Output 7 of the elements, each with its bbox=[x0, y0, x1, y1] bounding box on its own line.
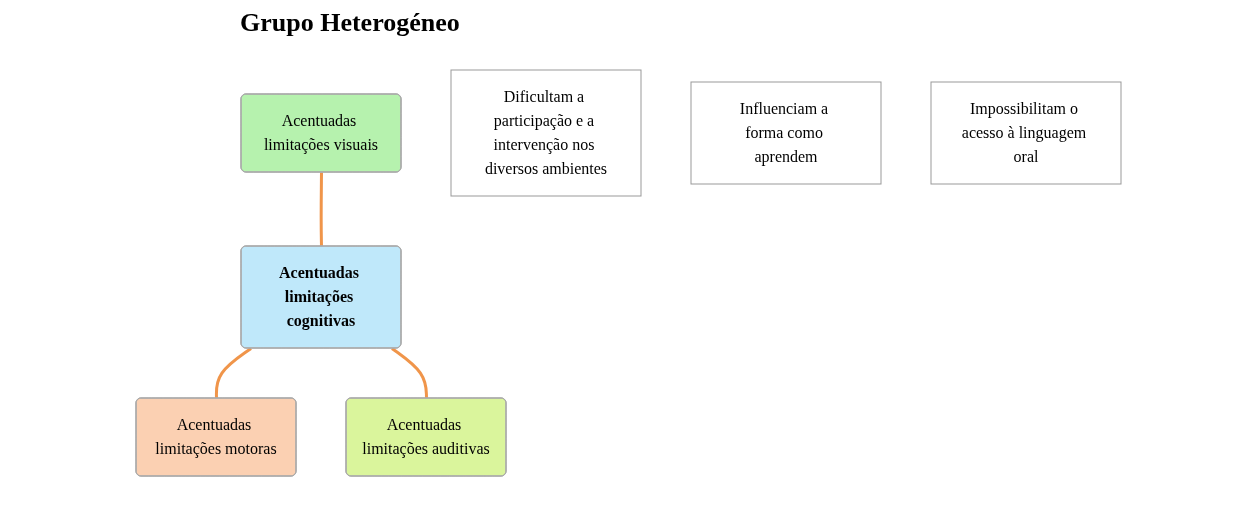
connector bbox=[390, 347, 428, 399]
node-box: Impossibilitam o acesso à linguagem oral bbox=[930, 81, 1121, 185]
node-box: Influenciam a forma como aprendem bbox=[690, 81, 881, 185]
connector bbox=[319, 172, 323, 247]
node-box: Dificultam a participação e a intervenção nos diversos ambientes bbox=[450, 69, 641, 197]
connector bbox=[214, 347, 252, 399]
diagram-title: Grupo Heterogéneo bbox=[240, 8, 461, 38]
